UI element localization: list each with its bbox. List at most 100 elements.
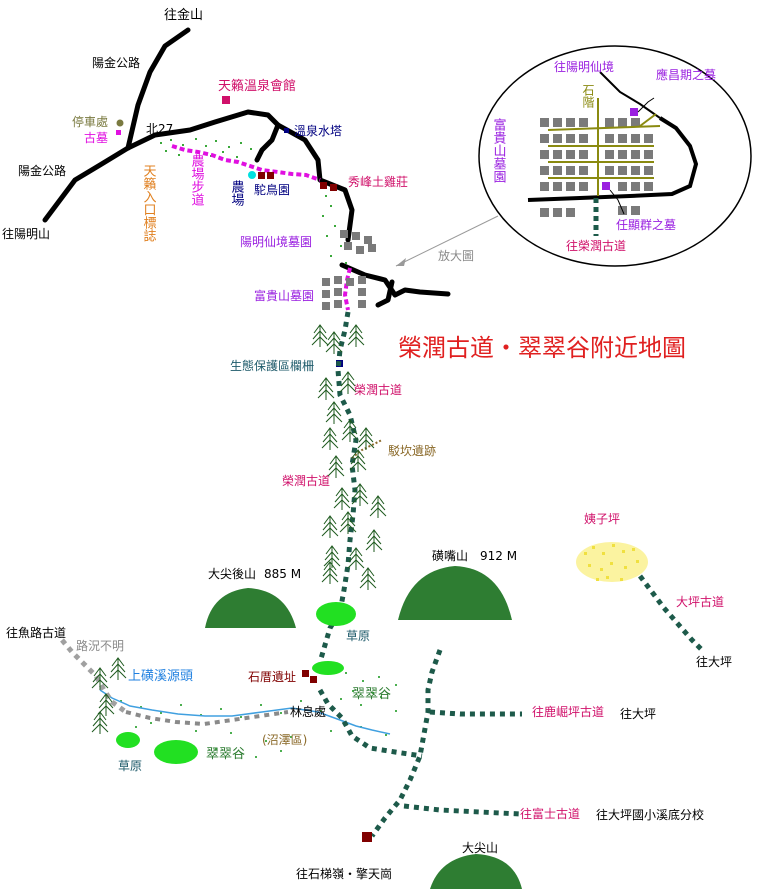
inset-label-fugui-cemetery: 富貴山墓園 — [491, 117, 507, 183]
label-datianhou-height: 885 M — [264, 567, 301, 581]
label-datianhou: 大尖後山 — [208, 567, 256, 581]
horse-ruins-trail — [351, 439, 383, 459]
enlarge-arrowhead — [396, 258, 406, 266]
label-xiufeng: 秀峰土雞莊 — [348, 175, 408, 189]
label-kuangqing-height: 912 M — [480, 549, 517, 563]
grassland-mid — [312, 661, 344, 675]
xiufeng-building-2 — [330, 184, 337, 191]
label-enlarged: 放大圖 — [438, 248, 474, 263]
label-datian: 大尖山 — [462, 841, 498, 855]
label-daping-school: 往大坪國小溪底分校 — [596, 807, 704, 822]
label-old-grave: 古墓 — [84, 130, 108, 145]
label-daping-trail: 大坪古道 — [676, 594, 724, 609]
inset-ren-grave-marker — [602, 182, 610, 190]
label-yangjin-road-1: 陽金公路 — [92, 55, 140, 70]
inset-stairs — [547, 98, 661, 196]
trail-kuangqing-ridge — [369, 649, 443, 838]
inset-graves — [540, 118, 653, 217]
upper-creek — [99, 689, 391, 735]
label-farm-trail: 農場步道 — [189, 154, 205, 206]
xiufeng-building-1 — [320, 182, 327, 189]
road-bei27 — [125, 109, 281, 163]
label-tianlai-hotel: 天籟溫泉會館 — [218, 78, 296, 94]
inset-label-stairs: 石階 — [581, 84, 595, 109]
label-fugui-cemetery: 富貴山墓園 — [254, 288, 314, 303]
inset-road-up — [599, 71, 661, 119]
label-grassland-2: 草原 — [118, 759, 142, 773]
label-lujuping-trail: 往鹿崛坪古道 — [532, 704, 604, 719]
label-to-daping-2: 往大坪 — [620, 706, 656, 721]
hill-kuangqing — [398, 566, 512, 620]
label-to-yulu: 往魚路古道 — [6, 625, 66, 640]
trail-rest-to-south — [317, 688, 423, 759]
tianlai-hotel-marker — [222, 96, 230, 104]
farm-building-2 — [267, 172, 274, 179]
label-marsh: (沼澤區) — [262, 733, 307, 747]
ostrich-marker — [248, 171, 256, 179]
label-upper-creek: 上磺溪源頭 — [128, 669, 193, 684]
trail-fushi — [403, 803, 521, 817]
label-grassland-1: 草原 — [346, 629, 370, 643]
label-eco-fence: 生態保護區欄柵 — [230, 358, 314, 373]
grassland-top — [316, 602, 356, 626]
yangjin-road-north — [125, 27, 191, 151]
inset-label-to-rongrun: 往榮潤古道 — [566, 238, 626, 253]
inset-ren-pointer — [609, 189, 625, 215]
farm-trail — [171, 144, 352, 311]
yuzi-ping-patch — [576, 542, 648, 582]
label-parking: 停車處 — [72, 114, 108, 129]
enlarge-pointer — [395, 215, 499, 267]
inset-ying-grave-marker — [630, 108, 638, 116]
label-rongrun-2: 榮潤古道 — [282, 473, 330, 488]
label-ostrich: 駝鳥園 — [254, 182, 290, 197]
cemetery-fugui — [322, 276, 366, 310]
stone-ruins-marker-1 — [302, 670, 309, 677]
trail-daping — [638, 574, 706, 654]
label-to-shitilin: 往石梯嶺・擎天崗 — [296, 866, 392, 881]
grassland-left-2 — [154, 740, 198, 764]
inset-road — [527, 116, 699, 202]
label-rest-area: 林息處 — [290, 704, 326, 719]
stone-ruins-marker-2 — [310, 676, 317, 683]
label-kuangqing: 磺嘴山 — [432, 549, 468, 563]
creek-trail — [125, 710, 289, 727]
farm-building-1 — [258, 172, 265, 179]
road-fugui — [375, 279, 395, 308]
label-yangjin-road-2: 陽金公路 — [18, 163, 66, 178]
hot-spring-tower-marker — [284, 128, 289, 133]
road-cemetery — [339, 262, 451, 298]
label-cuicui-2: 翠翠谷 — [206, 747, 245, 762]
label-fushi-trail: 往富士古道 — [520, 806, 580, 821]
inset-map — [478, 45, 752, 267]
parking-marker — [116, 119, 124, 127]
label-yuzi-ping: 姨子坪 — [584, 512, 620, 526]
label-bei27: 北27 — [146, 122, 173, 136]
label-to-jinshan: 往金山 — [164, 7, 203, 23]
hill-datian — [430, 854, 522, 889]
label-yangming-cemetery: 陽明仙境墓園 — [240, 234, 312, 249]
label-to-daping-1: 往大坪 — [696, 654, 732, 669]
east-trails — [317, 574, 706, 838]
inset-label-ren-grave: 任顯群之墓 — [616, 218, 676, 232]
inset-label-ying-grave: 應昌期之墓 — [656, 67, 716, 82]
trail-lujuping — [429, 709, 522, 717]
inset-ying-pointer — [637, 97, 655, 113]
label-road-unknown: 路況不明 — [76, 638, 124, 653]
label-horse-ruins: 駁坎遺跡 — [388, 443, 436, 458]
map-title: 榮潤古道・翠翠谷附近地圖 — [398, 334, 686, 362]
map-labels: 往金山 陽金公路 陽金公路 往陽明山 停車處 古墓 北27 天籟溫泉會館 溫泉水… — [2, 7, 732, 881]
label-stone-ruins: 石厝遺址 — [248, 669, 296, 684]
label-to-yangmingshan: 往陽明山 — [2, 226, 50, 241]
label-cuicui-1: 翠翠谷 — [352, 687, 391, 702]
label-hot-spring-tower: 溫泉水塔 — [294, 124, 342, 138]
grassland-left-1 — [116, 732, 140, 748]
label-farm: 農場 — [229, 180, 245, 206]
hill-datianhou — [205, 588, 296, 628]
inset-label-to-yangming-xian: 往陽明仙境 — [554, 59, 614, 74]
south-ruin-marker — [362, 832, 372, 842]
old-grave-marker — [116, 130, 121, 135]
label-rongrun-1: 榮潤古道 — [354, 382, 402, 397]
yangjin-road-south — [42, 145, 131, 223]
roads — [42, 27, 451, 308]
